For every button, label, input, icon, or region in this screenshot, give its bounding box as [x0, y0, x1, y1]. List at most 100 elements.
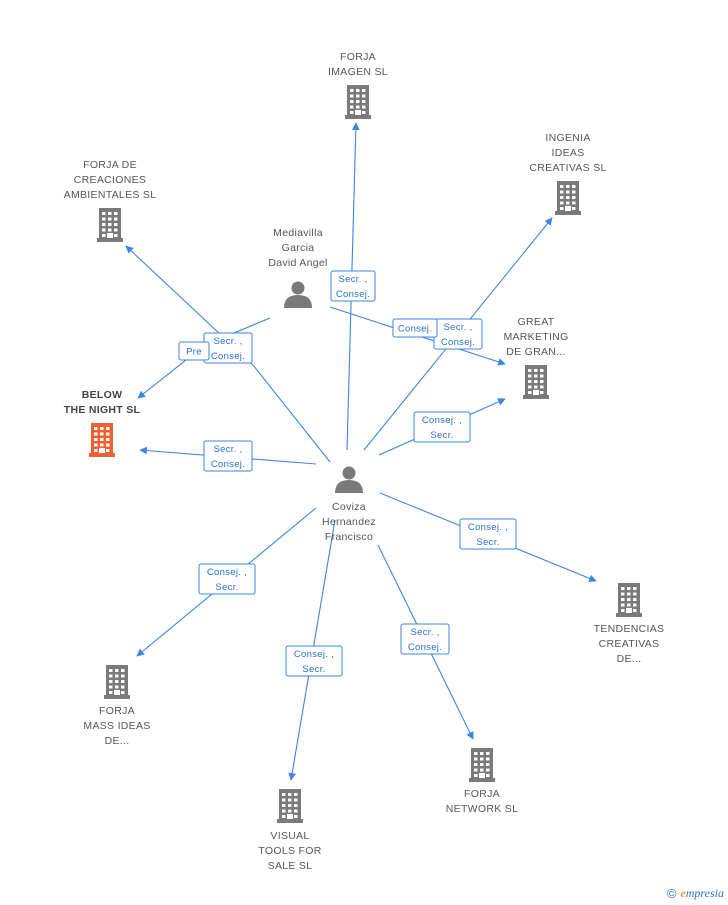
- building-icon: [555, 181, 581, 215]
- node-forja-imagen[interactable]: FORJA IMAGEN SL: [328, 51, 388, 119]
- building-icon: [277, 789, 303, 823]
- role-badge-box: [285, 645, 343, 677]
- role-badge-box: [203, 440, 253, 472]
- node-label: NETWORK SL: [446, 803, 518, 815]
- role-badge[interactable]: Consej. , Secr.: [413, 411, 471, 443]
- role-badge[interactable]: Secr. , Consej.: [203, 440, 253, 472]
- role-badge[interactable]: Secr. , Consej.: [433, 318, 483, 350]
- node-tendencias[interactable]: TENDENCIASCREATIVASDE...: [594, 583, 665, 665]
- brand-initial: e: [680, 886, 686, 900]
- node-forja-network[interactable]: FORJA NETWORK SL: [446, 748, 518, 815]
- node-label: David Angel: [268, 257, 327, 269]
- role-badge-text: Secr. ,: [410, 627, 439, 638]
- node-ingenia[interactable]: INGENIA IDEAS CREATIVAS SL: [529, 132, 606, 215]
- node-label: GREAT: [518, 316, 555, 328]
- person-icon: [335, 466, 363, 493]
- building-icon: [523, 365, 549, 399]
- node-label: Coviza: [332, 501, 366, 513]
- building-icon: [89, 423, 115, 457]
- role-badge-text: Secr.: [476, 537, 499, 548]
- role-badge-text: Consej.: [211, 459, 245, 470]
- role-badge-text: Secr.: [430, 430, 453, 441]
- edge-coviza-to-forja-creaciones: [125, 245, 331, 463]
- node-label: FORJA: [99, 705, 135, 717]
- role-badge-text: Consej.: [408, 642, 442, 653]
- node-label: SALE SL: [268, 860, 313, 872]
- role-badge-box: [459, 518, 517, 550]
- node-label: FORJA DE: [83, 159, 137, 171]
- node-label: AMBIENTALES SL: [64, 189, 157, 201]
- role-badge-box: [400, 623, 450, 655]
- role-badge-text: Secr.: [215, 582, 238, 593]
- node-visual-tools[interactable]: VISUAL TOOLS FOR SALE SL: [258, 789, 321, 872]
- role-badge-text: Pre: [186, 347, 202, 358]
- node-label: Garcia: [282, 242, 315, 254]
- role-badge-text: Secr. ,: [213, 444, 242, 455]
- node-label: BELOW: [82, 389, 123, 401]
- role-badge-text: Consej.: [336, 289, 370, 300]
- role-badge[interactable]: Consej. , Secr.: [285, 645, 343, 677]
- node-label: CREATIVAS SL: [529, 162, 606, 174]
- node-label: TENDENCIAS: [594, 623, 665, 635]
- node-label: CREACIONES: [74, 174, 146, 186]
- node-label: IMAGEN SL: [328, 66, 388, 78]
- role-badge-box: [178, 341, 210, 361]
- node-label: THE NIGHT SL: [64, 404, 141, 416]
- brand-logo[interactable]: empresia: [680, 886, 724, 901]
- footer-brand: © empresia: [667, 886, 724, 901]
- building-icon: [616, 583, 642, 617]
- building-icon: [469, 748, 495, 782]
- role-badge[interactable]: Consej. , Secr.: [459, 518, 517, 550]
- role-badge-text: Secr.: [302, 664, 325, 675]
- role-badge[interactable]: Pre: [178, 341, 210, 361]
- node-label: Francisco: [325, 531, 373, 543]
- node-label: TOOLS FOR: [258, 845, 321, 857]
- role-badge-text: Consej.: [398, 324, 432, 335]
- node-label: DE...: [617, 653, 642, 665]
- role-badge-text: Consej. ,: [294, 649, 334, 660]
- node-label: MASS IDEAS: [83, 720, 150, 732]
- node-label: Mediavilla: [273, 227, 323, 239]
- role-badge-text: Consej. ,: [207, 567, 247, 578]
- role-badge[interactable]: Consej.: [392, 318, 438, 338]
- person-icon: [284, 281, 312, 308]
- node-label: FORJA: [340, 51, 376, 63]
- role-badge[interactable]: Secr. , Consej.: [330, 270, 376, 302]
- node-label: VISUAL: [270, 830, 309, 842]
- role-badge-box: [198, 563, 256, 595]
- node-label: Hernandez: [322, 516, 376, 528]
- role-badge-text: Secr. ,: [443, 322, 472, 333]
- node-label: IDEAS: [551, 147, 584, 159]
- node-forja-mass[interactable]: FORJA MASS IDEAS DE...: [83, 665, 150, 747]
- role-badge-box: [413, 411, 471, 443]
- node-label: DE GRAN...: [506, 346, 566, 358]
- node-below[interactable]: BELOW THE NIGHT SL: [64, 389, 141, 457]
- role-badge[interactable]: Secr. , Consej.: [400, 623, 450, 655]
- badges-layer: Secr. , Consej. Secr. , Consej. Secr. , Conse…: [178, 270, 517, 677]
- edges-layer: [125, 122, 597, 781]
- building-icon: [97, 208, 123, 242]
- role-badge-text: Consej.: [441, 337, 475, 348]
- role-badge-text: Secr. ,: [213, 336, 242, 347]
- role-badge-text: Consej. ,: [422, 415, 462, 426]
- node-label: DE...: [105, 735, 130, 747]
- building-icon: [104, 665, 130, 699]
- node-great-marketing[interactable]: GREAT MARKETING DE GRAN...: [503, 316, 568, 399]
- node-forja-creaciones[interactable]: FORJA DE CREACIONES AMBIENTALES SL: [64, 159, 157, 242]
- role-badge[interactable]: Secr. , Consej.: [203, 332, 253, 364]
- node-label: FORJA: [464, 788, 500, 800]
- building-icon: [345, 85, 371, 119]
- role-badge-text: Consej.: [211, 351, 245, 362]
- role-badge-text: Consej. ,: [468, 522, 508, 533]
- node-label: INGENIA: [545, 132, 590, 144]
- role-badge-box: [330, 270, 376, 302]
- node-label: MARKETING: [503, 331, 568, 343]
- role-badge[interactable]: Consej. , Secr.: [198, 563, 256, 595]
- role-badge-box: [392, 318, 438, 338]
- role-badge-text: Secr. ,: [338, 274, 367, 285]
- brand-name: mpresia: [685, 886, 724, 900]
- copyright-symbol: ©: [666, 886, 677, 901]
